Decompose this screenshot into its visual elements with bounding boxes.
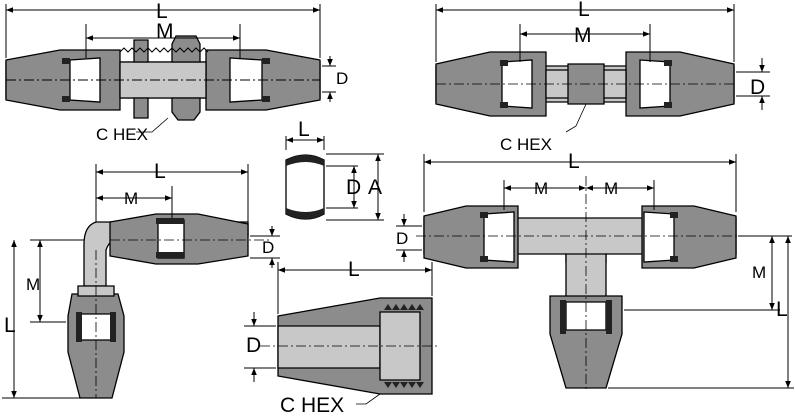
bulkhead-L-label: L bbox=[156, 0, 168, 23]
tee-D-label: D bbox=[396, 229, 408, 248]
tee-L-top-label: L bbox=[568, 150, 580, 173]
tee-L-vertical-label: L bbox=[776, 298, 788, 321]
tee-M-left-label: M bbox=[534, 179, 548, 198]
ferrule-L-label: L bbox=[298, 118, 310, 141]
elbow-L-left-label: L bbox=[4, 314, 16, 337]
elbow-M-top-label: M bbox=[124, 189, 138, 208]
ferrule-A-label: A bbox=[368, 176, 382, 199]
union-elbow-view: L M D M L bbox=[2, 160, 280, 399]
ferrule-D-label: D bbox=[346, 176, 361, 199]
female-L-label: L bbox=[348, 258, 360, 281]
female-chex-label: C HEX bbox=[280, 394, 344, 416]
union-tee-view: L M M D M L bbox=[396, 150, 794, 392]
elbow-M-left-label: M bbox=[26, 275, 40, 294]
union-L-label: L bbox=[578, 0, 590, 21]
female-D-label: D bbox=[246, 334, 261, 357]
tee-M-right-label: M bbox=[604, 179, 618, 198]
union-chex-label: C HEX bbox=[500, 135, 552, 154]
bulkhead-union-view: L M D C HEX bbox=[5, 0, 348, 144]
bulkhead-chex-label: C HEX bbox=[96, 125, 148, 144]
union-M-label: M bbox=[574, 24, 592, 47]
bulkhead-D-label: D bbox=[336, 69, 348, 88]
female-connector-view: L D C HEX bbox=[244, 258, 440, 416]
tee-M-vertical-label: M bbox=[752, 263, 766, 282]
elbow-D-label: D bbox=[262, 238, 274, 257]
elbow-L-top-label: L bbox=[154, 160, 166, 183]
bulkhead-M-label: M bbox=[156, 20, 174, 43]
straight-union-view: L M D C HEX bbox=[435, 0, 770, 154]
union-D-label: D bbox=[750, 76, 765, 99]
ferrule-view: L D A bbox=[285, 118, 384, 221]
